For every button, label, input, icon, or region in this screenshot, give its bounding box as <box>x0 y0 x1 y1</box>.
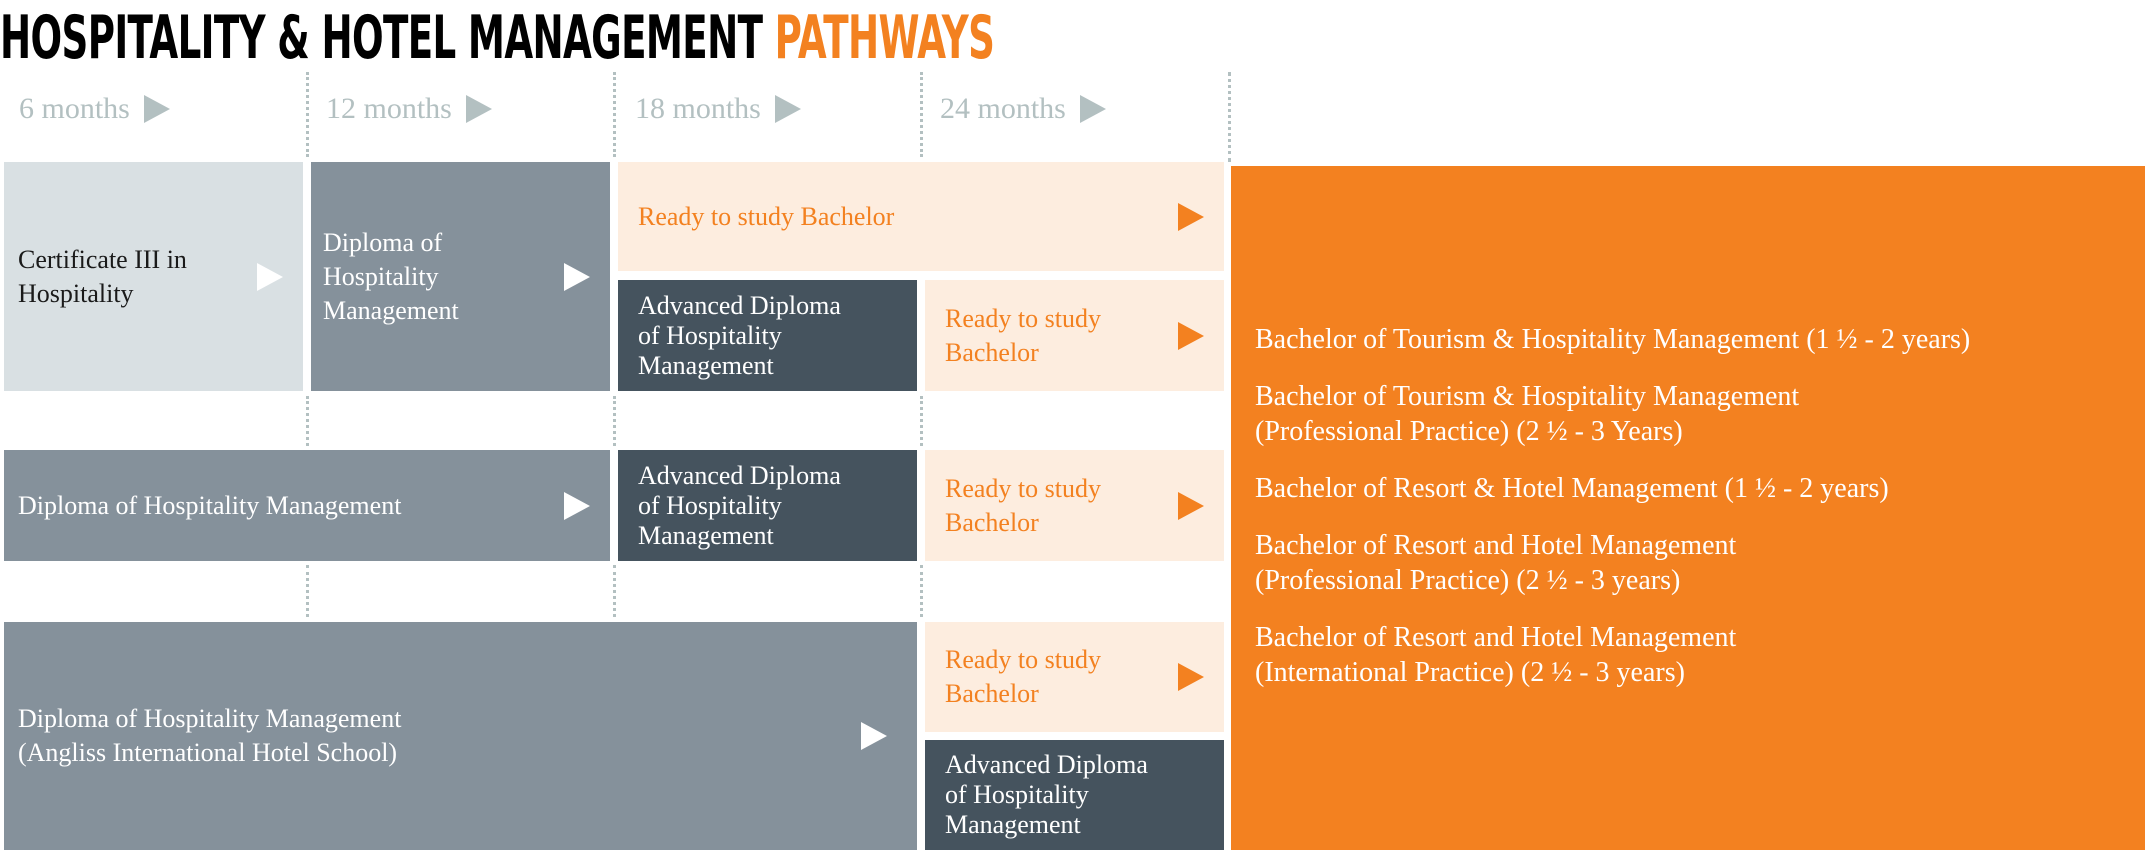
box-label: Advanced Diploma of Hospitality Manageme… <box>638 290 841 380</box>
arrow-right-icon <box>1178 663 1204 691</box>
box-label: Ready to study Bachelor <box>945 645 1101 708</box>
ready-bachelor-box: Ready to study Bachelor <box>925 450 1224 561</box>
timeline-label: 24 months <box>940 92 1066 125</box>
arrow-right-icon <box>1178 491 1204 520</box>
arrow-right-icon <box>564 491 590 520</box>
diploma-angliss-box: Diploma of Hospitality Management (Anglis… <box>4 622 917 850</box>
divider <box>613 72 616 157</box>
timeline-18: 18 months <box>635 92 801 126</box>
bachelor-line: Bachelor of Tourism & Hospitality Manage… <box>1255 381 1800 412</box>
arrow-right-icon <box>1079 95 1106 123</box>
box-label-line: (Angliss International Hotel School) <box>18 738 398 767</box>
divider <box>920 72 923 157</box>
bachelor-item: Bachelor of Resort and Hotel Management (… <box>1255 620 2121 690</box>
bachelor-line: Bachelor of Resort and Hotel Management <box>1255 530 1737 561</box>
timeline-label: 12 months <box>326 92 452 125</box>
page-title: HOSPITALITY & HOTEL MANAGEMENT PATHWAYS <box>0 8 995 68</box>
arrow-right-icon <box>465 95 492 123</box>
title-main: HOSPITALITY & HOTEL MANAGEMENT <box>0 3 763 73</box>
bachelor-panel: Bachelor of Tourism & Hospitality Manage… <box>1231 166 2145 850</box>
bachelor-item: Bachelor of Tourism & Hospitality Manage… <box>1255 322 2121 357</box>
box-label: Advanced Diploma of Hospitality Manageme… <box>638 460 841 550</box>
bachelor-item: Bachelor of Resort and Hotel Management (… <box>1255 528 2121 598</box>
ready-bachelor-box: Ready to study Bachelor <box>618 162 1224 271</box>
timeline-12: 12 months <box>326 92 492 126</box>
box-label: Diploma of Hospitality Management <box>18 490 402 520</box>
timeline-label: 6 months <box>19 92 130 125</box>
diploma-box: Diploma of Hospitality Management <box>311 162 610 391</box>
certificate-iii-box: Certificate III in Hospitality <box>4 162 303 391</box>
title-highlight: PATHWAYS <box>774 3 995 73</box>
divider <box>920 565 923 617</box>
advanced-diploma-box: Advanced Diploma of Hospitality Manageme… <box>618 280 917 391</box>
arrow-right-icon <box>1178 321 1204 350</box>
box-label: Ready to study Bachelor <box>945 473 1101 537</box>
timeline-label: 18 months <box>635 92 761 125</box>
arrow-right-icon <box>257 262 283 291</box>
divider <box>613 396 616 446</box>
arrow-right-icon <box>1178 202 1204 231</box>
bachelor-line: (Professional Practice) (2 ½ - 3 Years) <box>1255 416 1683 447</box>
box-label-line: Diploma of Hospitality Management <box>18 704 402 733</box>
ready-bachelor-box: Ready to study Bachelor <box>925 280 1224 391</box>
divider <box>613 565 616 617</box>
bachelor-item: Bachelor of Tourism & Hospitality Manage… <box>1255 379 2121 449</box>
bachelor-line: (Professional Practice) (2 ½ - 3 years) <box>1255 565 1681 596</box>
arrow-right-icon <box>143 95 170 123</box>
divider <box>306 565 309 617</box>
box-label: Certificate III in Hospitality <box>18 244 187 308</box>
divider <box>306 396 309 446</box>
box-label: Ready to study Bachelor <box>945 303 1101 367</box>
timeline-24: 24 months <box>940 92 1106 126</box>
box-label: Diploma of Hospitality Management (Anglis… <box>18 702 861 770</box>
arrow-right-icon <box>774 95 801 123</box>
advanced-diploma-box: Advanced Diploma of Hospitality Manageme… <box>925 740 1224 850</box>
advanced-diploma-box: Advanced Diploma of Hospitality Manageme… <box>618 450 917 561</box>
bachelor-item: Bachelor of Resort & Hotel Management (1… <box>1255 471 2121 506</box>
bachelor-line: Bachelor of Resort & Hotel Management (1… <box>1255 473 1889 504</box>
box-label: Ready to study Bachelor <box>638 201 895 231</box>
divider <box>920 396 923 446</box>
divider <box>1228 72 1231 162</box>
bachelor-line: Bachelor of Resort and Hotel Management <box>1255 622 1737 653</box>
divider <box>306 72 309 157</box>
timeline-6: 6 months <box>19 92 170 126</box>
bachelor-line: Bachelor of Tourism & Hospitality Manage… <box>1255 324 1971 355</box>
diploma-box: Diploma of Hospitality Management <box>4 450 610 561</box>
box-label: Diploma of Hospitality Management <box>323 227 459 325</box>
ready-bachelor-box: Ready to study Bachelor <box>925 622 1224 732</box>
bachelor-line: (International Practice) (2 ½ - 3 years) <box>1255 657 1685 688</box>
arrow-right-icon <box>861 722 887 750</box>
arrow-right-icon <box>564 262 590 291</box>
box-label: Advanced Diploma of Hospitality Manageme… <box>945 750 1148 839</box>
